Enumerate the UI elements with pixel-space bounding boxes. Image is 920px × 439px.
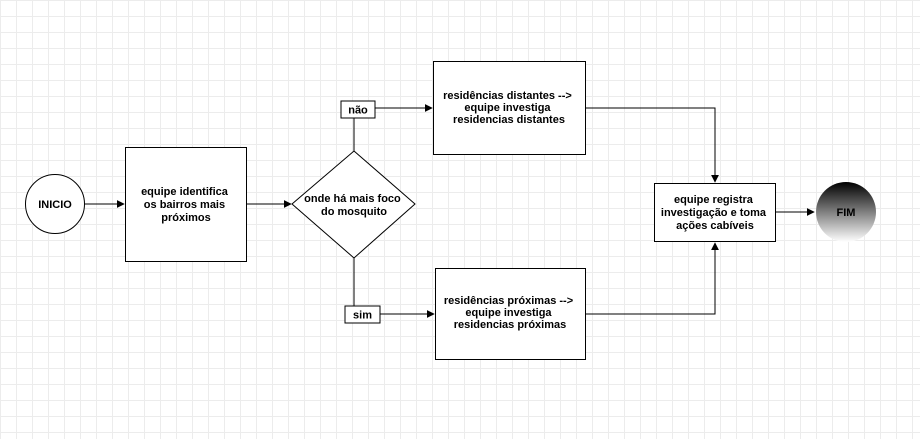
node-identifica[interactable]: equipe identifica os bairros mais próxim… xyxy=(125,147,247,262)
node-distantes[interactable]: residências distantes --> equipe investi… xyxy=(433,61,586,155)
edge-proximas-to-registra xyxy=(586,242,719,315)
node-identifica-shape xyxy=(125,147,247,262)
node-registra-line: investigação e toma xyxy=(661,207,767,219)
node-decisao-line: do mosquito xyxy=(321,206,387,218)
edge-label-nao-box xyxy=(340,100,376,119)
edge-label-nao-text: não xyxy=(348,105,368,117)
node-proximas[interactable]: residências próximas --> equipe investig… xyxy=(435,268,586,360)
node-proximas-label: residências próximas --> equipe investig… xyxy=(444,295,576,331)
node-proximas-line: residencias próximas xyxy=(454,319,567,331)
node-identifica-line: próximos xyxy=(161,212,211,224)
node-registra-shape xyxy=(654,183,776,242)
node-decisao-label: onde há mais foco do mosquito xyxy=(304,193,404,218)
node-identifica-label: equipe identifica os bairros mais próxim… xyxy=(141,186,231,224)
node-decisao[interactable]: onde há mais foco do mosquito xyxy=(291,150,416,259)
node-fim-label: FIM xyxy=(837,207,856,219)
node-inicio-label: INICIO xyxy=(38,199,72,211)
node-distantes-line: equipe investiga xyxy=(464,102,551,114)
node-registra-line: ações cabíveis xyxy=(676,220,754,232)
node-inicio-shape xyxy=(25,174,85,234)
edge-label-sim-box xyxy=(344,305,381,324)
edge-label-sim: sim xyxy=(344,305,381,324)
node-decisao-shape xyxy=(291,150,416,259)
node-distantes-label: residências distantes --> equipe investi… xyxy=(443,90,575,126)
node-decisao-line: onde há mais foco xyxy=(304,193,401,205)
node-fim-shape xyxy=(816,182,876,242)
node-fim[interactable]: FIM xyxy=(816,182,876,242)
node-identifica-line: equipe identifica xyxy=(141,186,229,198)
node-identifica-line: os bairros mais xyxy=(144,199,225,211)
node-registra-label: equipe registra investigação e toma açõe… xyxy=(661,194,769,232)
node-inicio[interactable]: INICIO xyxy=(25,174,85,234)
edge-label-nao: não xyxy=(340,100,376,119)
node-distantes-line: residências distantes --> xyxy=(443,90,572,102)
node-proximas-line: equipe investiga xyxy=(465,307,552,319)
node-proximas-line: residências próximas --> xyxy=(444,295,573,307)
node-distantes-line: residencias distantes xyxy=(453,114,565,126)
node-distantes-shape xyxy=(433,61,586,155)
edge-label-sim-text: sim xyxy=(353,310,372,322)
edge-distantes-to-registra xyxy=(586,107,719,183)
node-proximas-shape xyxy=(435,268,586,360)
node-registra-line: equipe registra xyxy=(674,194,754,206)
node-registra[interactable]: equipe registra investigação e toma açõe… xyxy=(654,183,776,242)
